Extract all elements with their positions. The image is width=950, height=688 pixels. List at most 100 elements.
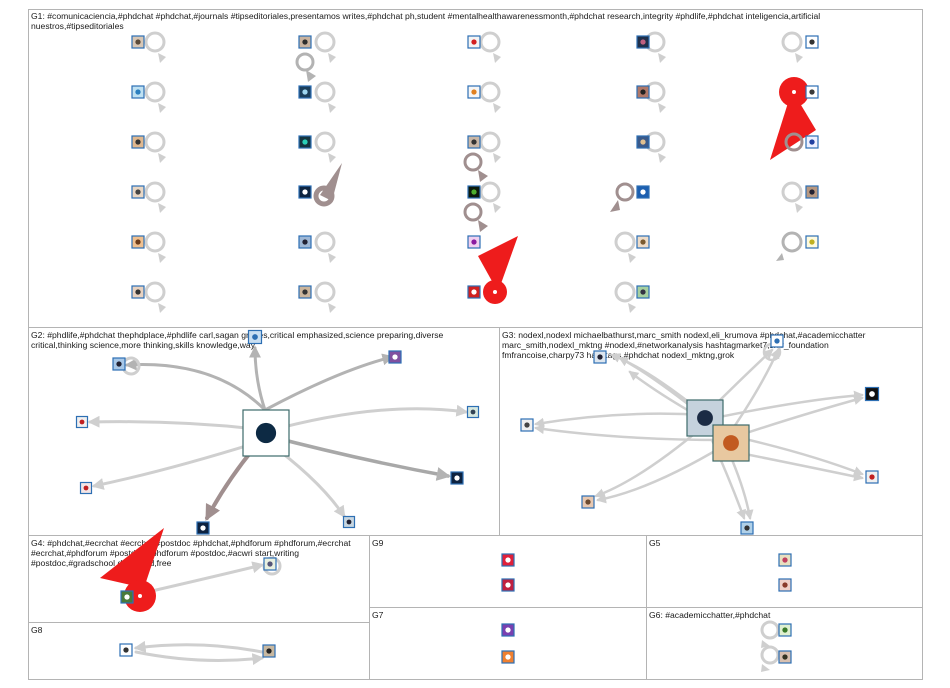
loop-arrowhead: [776, 253, 784, 261]
node-thumbnail[interactable]: [805, 235, 819, 249]
node-thumbnail[interactable]: [119, 643, 133, 657]
node-thumbnail[interactable]: [466, 405, 480, 419]
red-edge-loop-core: [493, 290, 497, 294]
loop-arrowhead: [306, 70, 316, 82]
self-loop-edge: [781, 231, 803, 253]
avatar-glyph: [266, 648, 272, 654]
avatar-glyph: [135, 239, 141, 245]
node-thumbnail[interactable]: [298, 235, 312, 249]
node-thumbnail[interactable]: [467, 235, 481, 249]
g3-label-line-2: marc_smith,nodexl_mktng #nodexl,#network…: [502, 340, 829, 350]
node-thumbnail[interactable]: [263, 557, 277, 571]
node-thumbnail[interactable]: [864, 386, 880, 402]
node-thumbnail[interactable]: [247, 329, 263, 345]
node-thumbnail[interactable]: [805, 135, 819, 149]
edge: [249, 345, 267, 412]
node-thumbnail[interactable]: [79, 481, 93, 495]
node-thumbnail[interactable]: [636, 135, 650, 149]
node-thumbnail[interactable]: [520, 418, 534, 432]
node-thumbnail[interactable]: [501, 553, 515, 567]
node-thumbnail[interactable]: [636, 235, 650, 249]
node-thumbnail[interactable]: [636, 185, 650, 199]
self-loop-edge: [615, 182, 635, 202]
node-thumbnail[interactable]: [298, 285, 312, 299]
avatar-glyph: [471, 189, 477, 195]
edge: [596, 443, 727, 504]
avatar-glyph: [79, 419, 85, 425]
node-thumbnail[interactable]: [388, 350, 402, 364]
panel-g7: [369, 607, 647, 680]
node-thumbnail[interactable]: [501, 578, 515, 592]
node-thumbnail[interactable]: [75, 415, 89, 429]
node-thumbnail[interactable]: [778, 623, 792, 637]
node-thumbnail[interactable]: [131, 285, 145, 299]
loop-arrowhead: [478, 220, 488, 232]
loop-arrowhead: [761, 640, 770, 648]
node-thumbnail[interactable]: [805, 35, 819, 49]
node-thumbnail[interactable]: [805, 85, 819, 99]
avatar-glyph: [302, 139, 308, 145]
node-thumbnail[interactable]: [636, 35, 650, 49]
red-edge: [100, 528, 164, 588]
node-thumbnail[interactable]: [770, 334, 784, 348]
self-loop-edge: [144, 131, 166, 153]
node-thumbnail[interactable]: [131, 185, 145, 199]
node-thumbnail[interactable]: [740, 521, 754, 535]
avatar-glyph: [135, 289, 141, 295]
node-thumbnail[interactable]: [467, 85, 481, 99]
node-thumbnail[interactable]: [342, 515, 356, 529]
edge: [134, 650, 265, 666]
node-thumbnail[interactable]: [298, 35, 312, 49]
node-thumbnail[interactable]: [450, 471, 464, 485]
self-loop-edge: [314, 281, 336, 303]
node-thumbnail[interactable]: [805, 185, 819, 199]
avatar-glyph: [723, 435, 739, 451]
avatar-glyph: [640, 189, 646, 195]
self-loop-edge: [314, 81, 336, 103]
node-thumbnail[interactable]: [636, 85, 650, 99]
node-thumbnail[interactable]: [131, 235, 145, 249]
node-thumbnail[interactable]: [131, 85, 145, 99]
avatar-glyph: [697, 410, 713, 426]
loop-arrowhead: [158, 153, 166, 163]
node-thumbnail[interactable]: [581, 495, 595, 509]
self-loop-edge: [295, 52, 315, 72]
node-thumbnail[interactable]: [467, 185, 481, 199]
node-thumbnail[interactable]: [298, 135, 312, 149]
node-thumbnail[interactable]: [636, 285, 650, 299]
node-thumbnail[interactable]: [242, 409, 290, 457]
avatar-glyph: [471, 239, 477, 245]
avatar-glyph: [869, 391, 875, 397]
self-loop-edge: [760, 620, 780, 640]
avatar-glyph: [809, 189, 815, 195]
avatar-glyph: [782, 582, 788, 588]
node-thumbnail[interactable]: [131, 135, 145, 149]
g2-label-line-2: critical,thinking science,more thinking,…: [31, 340, 256, 350]
node-thumbnail[interactable]: [593, 350, 607, 364]
node-thumbnail[interactable]: [467, 135, 481, 149]
node-thumbnail[interactable]: [298, 185, 312, 199]
node-thumbnail[interactable]: [467, 285, 481, 299]
self-loop-edge: [144, 31, 166, 53]
node-thumbnail[interactable]: [131, 35, 145, 49]
nodes-layer: [75, 35, 880, 664]
node-thumbnail[interactable]: [712, 424, 750, 462]
node-thumbnail[interactable]: [501, 650, 515, 664]
loop-arrowhead: [658, 53, 666, 63]
node-thumbnail[interactable]: [262, 644, 276, 658]
avatar-glyph: [116, 361, 122, 367]
avatar-glyph: [302, 239, 308, 245]
node-thumbnail[interactable]: [196, 521, 210, 535]
avatar-glyph: [302, 289, 308, 295]
node-thumbnail[interactable]: [778, 578, 792, 592]
node-thumbnail[interactable]: [778, 650, 792, 664]
node-thumbnail[interactable]: [778, 553, 792, 567]
node-thumbnail[interactable]: [120, 590, 134, 604]
node-thumbnail[interactable]: [467, 35, 481, 49]
node-thumbnail[interactable]: [865, 470, 879, 484]
red-edge-loop-core: [792, 90, 796, 94]
node-thumbnail[interactable]: [298, 85, 312, 99]
avatar-glyph: [505, 582, 511, 588]
node-thumbnail[interactable]: [112, 357, 126, 371]
node-thumbnail[interactable]: [501, 623, 515, 637]
